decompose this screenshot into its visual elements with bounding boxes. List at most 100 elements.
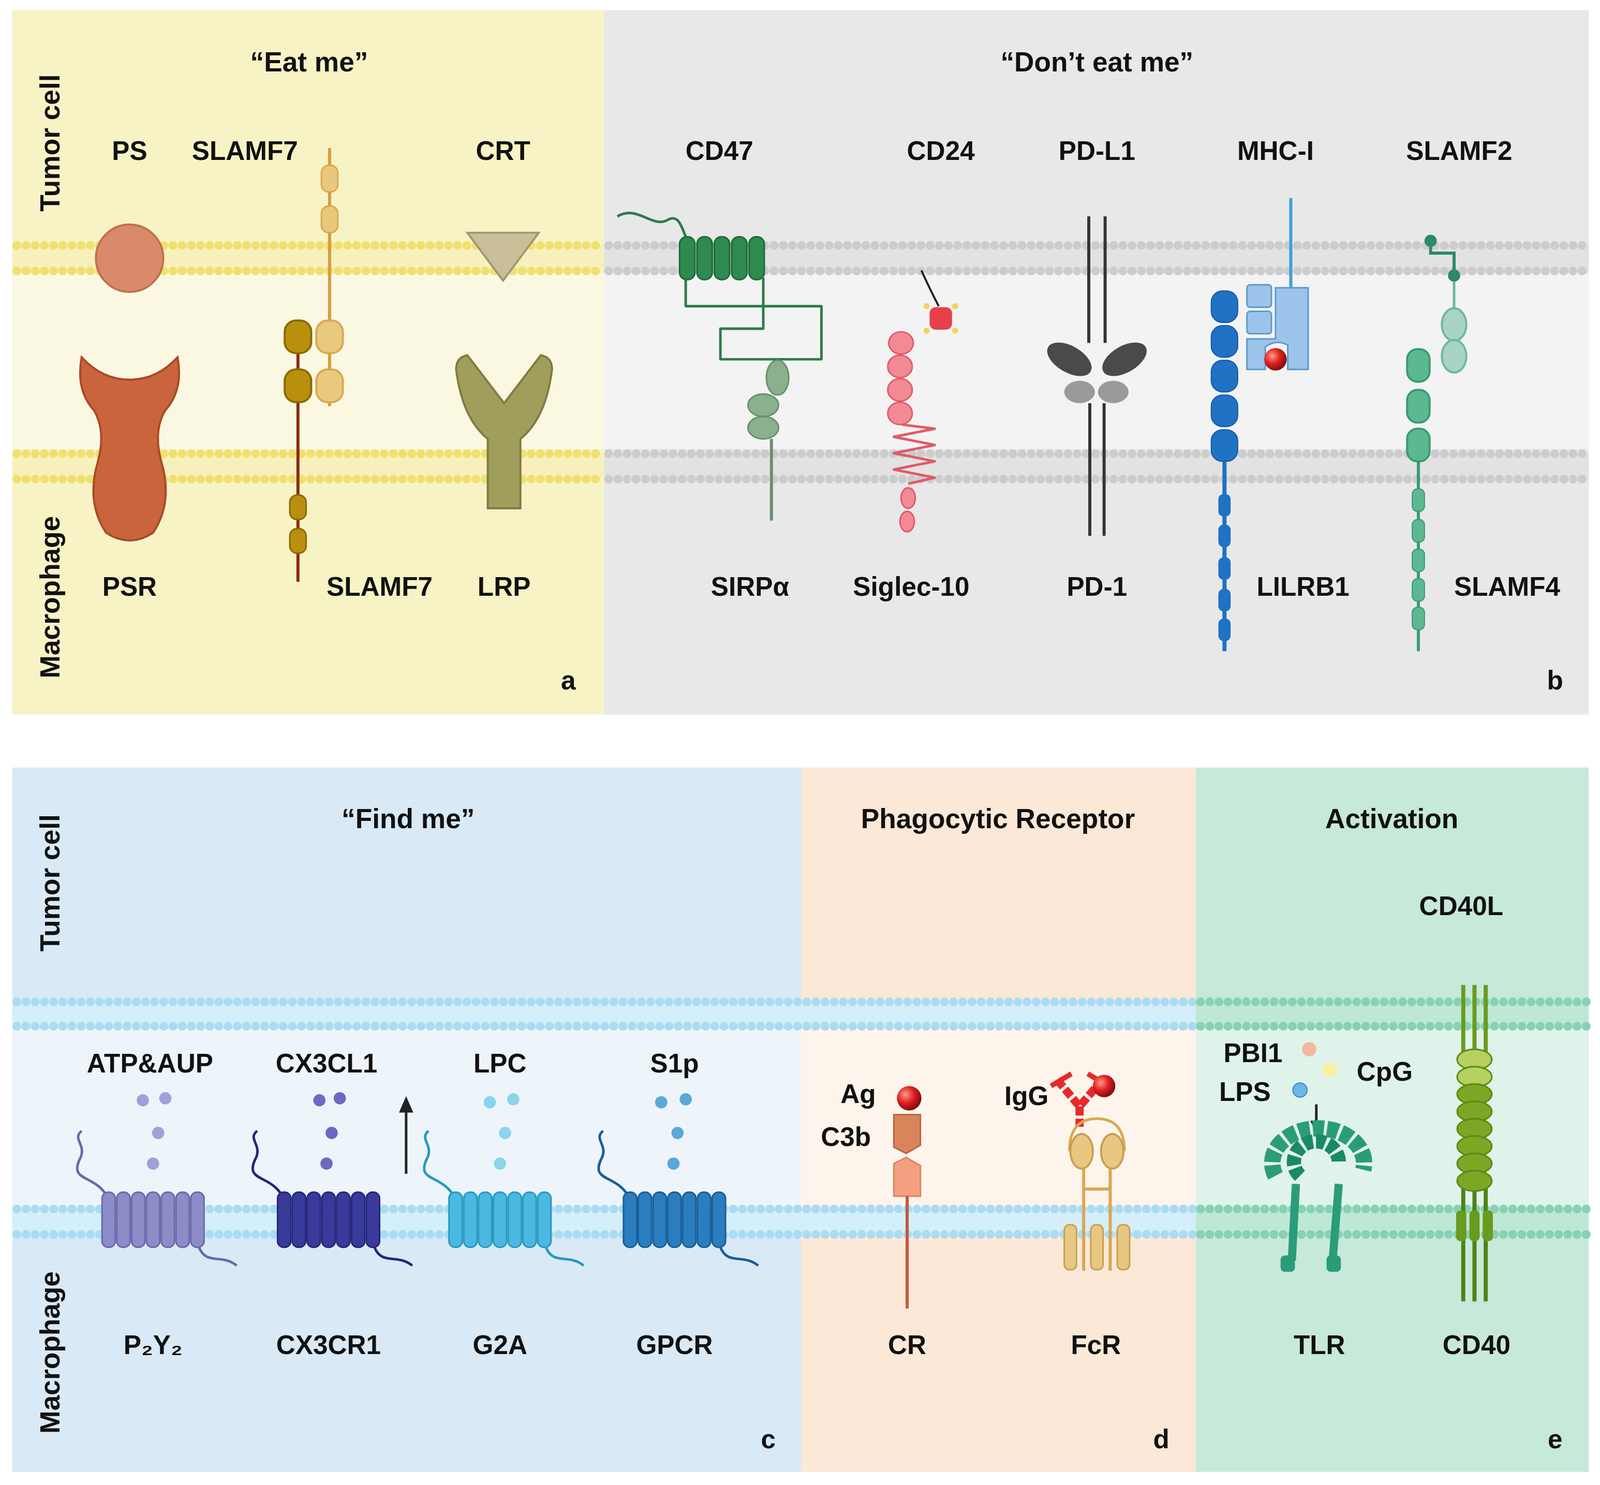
illustration-shape: [774, 997, 784, 1006]
illustration-shape: [214, 266, 224, 276]
illustration-shape: [1196, 1230, 1206, 1239]
molecule-label: PD-1: [1066, 572, 1128, 602]
illustration-shape: [455, 354, 552, 509]
illustration-shape: [801, 1028, 1196, 1207]
illustration-shape: [802, 1230, 811, 1239]
illustration-shape: [343, 474, 352, 484]
illustration-shape: [205, 1230, 215, 1239]
illustration-shape: [1311, 449, 1321, 458]
illustration-shape: [838, 997, 848, 1006]
illustration-shape: [67, 266, 77, 276]
illustration-shape: [935, 474, 944, 484]
illustration-shape: [830, 1021, 839, 1031]
illustration-shape: [985, 1204, 995, 1213]
illustration-shape: [857, 997, 867, 1006]
illustration-shape: [673, 997, 683, 1006]
illustration-shape: [67, 1230, 77, 1239]
illustration-shape: [815, 266, 825, 276]
illustration-shape: [1182, 474, 1192, 484]
molecule-label: CR: [887, 1330, 927, 1360]
illustration-shape: [668, 266, 678, 276]
illustration-shape: [443, 997, 453, 1006]
illustration-shape: [1324, 1204, 1334, 1213]
illustration-shape: [1403, 474, 1413, 484]
illustration-shape: [196, 1021, 205, 1031]
illustration-shape: [1302, 266, 1312, 276]
illustration-shape: [1306, 1230, 1315, 1239]
illustration-shape: [1146, 474, 1155, 484]
illustration-shape: [751, 449, 761, 458]
illustration-shape: [39, 266, 49, 276]
illustration-shape: [278, 997, 288, 1006]
illustration-shape: [1366, 474, 1376, 484]
illustration-shape: [389, 1230, 398, 1239]
illustration-shape: [1050, 1230, 1060, 1239]
illustration-shape: [967, 1230, 977, 1239]
illustration-shape: [1188, 1204, 1197, 1213]
illustration-shape: [590, 449, 600, 458]
illustration-shape: [900, 487, 916, 509]
illustration-shape: [958, 997, 968, 1006]
illustration-shape: [581, 449, 591, 458]
illustration-shape: [1278, 1021, 1288, 1031]
illustration-shape: [1182, 266, 1192, 276]
illustration-shape: [1004, 1021, 1014, 1031]
illustration-shape: [443, 474, 453, 484]
illustration-shape: [1155, 474, 1165, 484]
illustration-shape: [1342, 1230, 1352, 1239]
illustration-shape: [168, 1021, 178, 1031]
illustration-shape: [1214, 1230, 1224, 1239]
illustration-shape: [1008, 266, 1018, 276]
illustration-shape: [833, 449, 843, 458]
illustration-shape: [815, 241, 825, 250]
illustration-shape: [306, 449, 316, 458]
molecule-label: SLAMF7: [326, 572, 433, 602]
illustration-shape: [618, 1021, 628, 1031]
illustration-shape: [887, 354, 913, 378]
illustration-shape: [1394, 474, 1403, 484]
illustration-shape: [728, 997, 738, 1006]
illustration-shape: [1550, 474, 1560, 484]
illustration-shape: [563, 266, 573, 276]
illustration-shape: [1214, 997, 1224, 1006]
illustration-shape: [1160, 1021, 1169, 1031]
illustration-shape: [866, 1204, 876, 1213]
illustration-shape: [12, 273, 1590, 1206]
illustration-shape: [232, 1230, 242, 1239]
illustration-shape: [930, 1204, 940, 1213]
illustration-shape: [1425, 1204, 1435, 1213]
illustration-shape: [1291, 1183, 1296, 1261]
panel-letter: d: [1152, 1424, 1169, 1454]
illustration-shape: [1388, 1021, 1398, 1031]
illustration-shape: [788, 449, 797, 458]
molecule-label: LPS: [1219, 1077, 1271, 1107]
illustration-shape: [1083, 1187, 1110, 1191]
illustration-shape: [1517, 1230, 1527, 1239]
illustration-shape: [1339, 449, 1348, 458]
illustration-shape: [379, 241, 389, 250]
illustration-shape: [1098, 380, 1129, 404]
illustration-shape: [1218, 588, 1231, 612]
illustration-shape: [1526, 997, 1536, 1006]
illustration-shape: [1196, 1021, 1206, 1031]
illustration-shape: [1082, 1168, 1086, 1271]
illustration-shape: [168, 449, 178, 458]
illustration-shape: [1223, 1230, 1233, 1239]
illustration-shape: [449, 1191, 463, 1247]
illustration-shape: [1289, 198, 1293, 289]
illustration-shape: [1022, 1230, 1032, 1239]
illustration-shape: [581, 1204, 591, 1213]
illustration-shape: [21, 266, 31, 276]
illustration-shape: [1361, 997, 1371, 1006]
illustration-shape: [67, 474, 77, 484]
illustration-shape: [397, 997, 407, 1006]
illustration-shape: [949, 1230, 958, 1239]
illustration-shape: [1550, 241, 1560, 250]
illustration-shape: [857, 1021, 867, 1031]
illustration-shape: [1361, 1204, 1371, 1213]
illustration-shape: [1513, 474, 1523, 484]
illustration-shape: [1577, 266, 1587, 276]
illustration-shape: [361, 997, 370, 1006]
illustration-shape: [478, 1191, 493, 1247]
